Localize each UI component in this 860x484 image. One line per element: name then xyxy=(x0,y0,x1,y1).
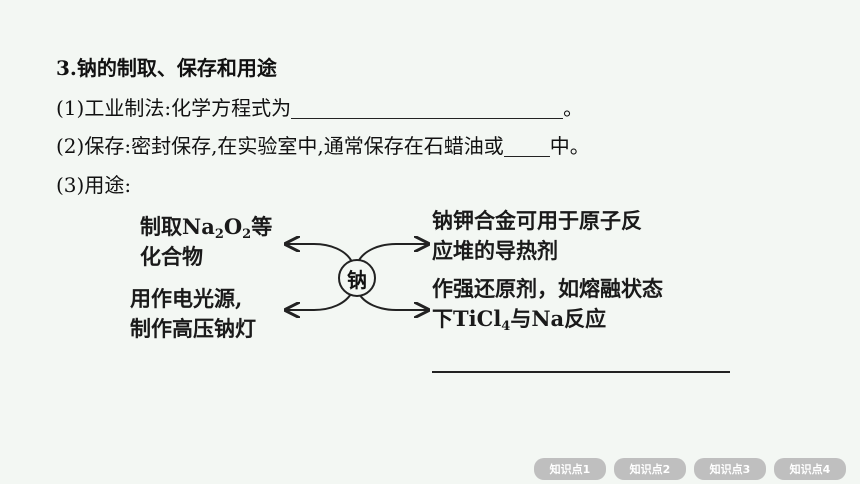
nav-button-kp2[interactable]: 知识点2 xyxy=(614,458,686,480)
sodium-center-node: 钠 xyxy=(338,259,376,297)
item-uses: (3)用途: xyxy=(56,173,132,197)
nav-button-kp3[interactable]: 知识点3 xyxy=(694,458,766,480)
use-left-top-line2: 化合物 xyxy=(140,244,203,269)
equation-blank[interactable] xyxy=(291,98,564,119)
use-right-bottom-line2: 下TiCl4与Na反应 xyxy=(432,306,607,334)
item-storage: (2)保存:密封保存,在实验室中,通常保存在石蜡油或中。 xyxy=(56,134,590,158)
knowledge-point-nav: 知识点1 知识点2 知识点3 知识点4 xyxy=(534,458,846,480)
storage-blank[interactable] xyxy=(503,136,550,157)
use-right-top-line2: 应堆的导热剂 xyxy=(432,238,558,263)
arrow-left-bottom xyxy=(286,291,353,310)
reaction-answer-blank[interactable] xyxy=(432,371,730,373)
arrow-right-top xyxy=(357,244,428,263)
nav-button-kp1[interactable]: 知识点1 xyxy=(534,458,606,480)
use-left-bottom-line1: 用作电光源, xyxy=(130,286,243,311)
use-right-bottom-line1: 作强还原剂，如熔融状态 xyxy=(432,276,663,301)
section-title: 3.钠的制取、保存和用途 xyxy=(56,56,277,80)
item-industrial-method: (1)工业制法:化学方程式为。 xyxy=(56,96,584,120)
use-left-bottom-line2: 制作高压钠灯 xyxy=(130,316,256,341)
use-left-top-line1: 制取Na2O2等 xyxy=(140,214,273,242)
arrow-left-top xyxy=(286,244,353,263)
arrow-right-bottom xyxy=(357,291,428,310)
use-right-top-line1: 钠钾合金可用于原子反 xyxy=(432,208,642,233)
nav-button-kp4[interactable]: 知识点4 xyxy=(774,458,846,480)
